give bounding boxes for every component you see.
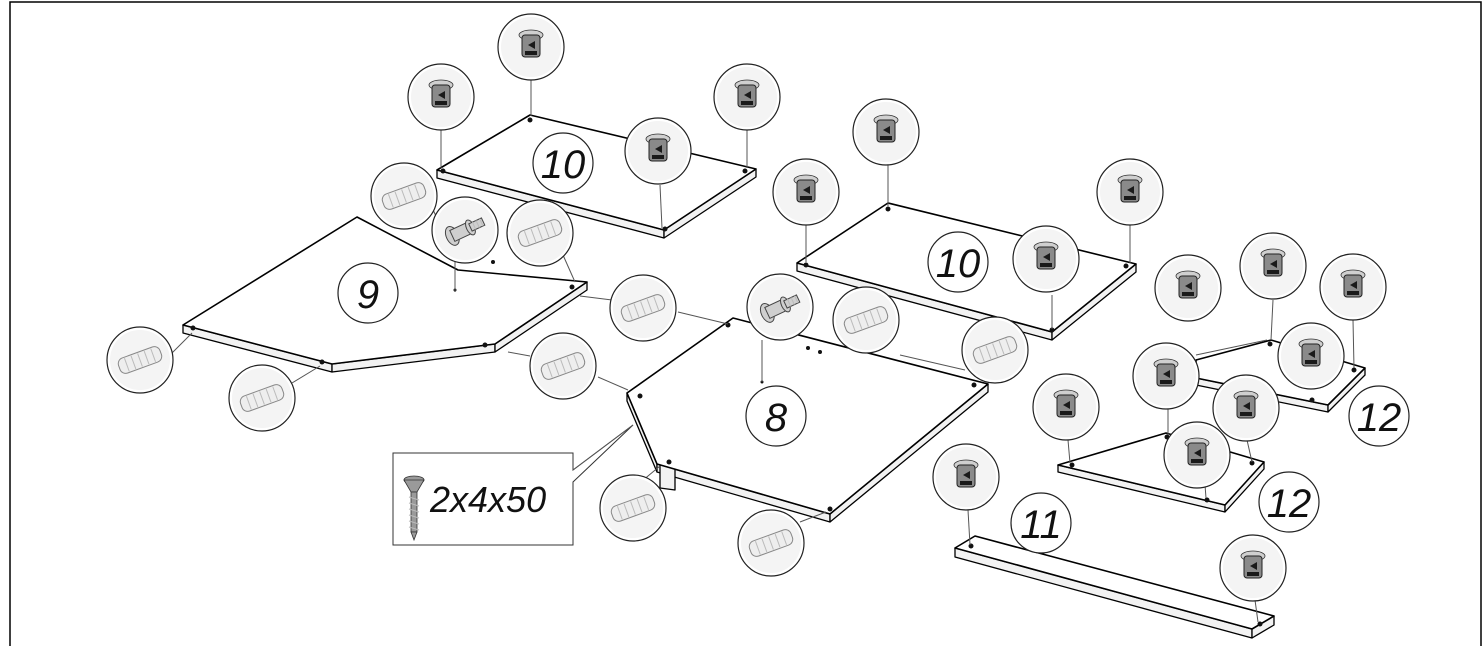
part-number: 8: [765, 396, 788, 440]
cam-lock-icon: [1277, 322, 1345, 390]
wood-screw-icon: [403, 475, 425, 542]
cam-lock-icon: [1096, 158, 1164, 226]
cam-lock-icon: [497, 13, 565, 81]
cam-lock-icon: [1163, 421, 1231, 489]
part-label-8: 8: [745, 385, 807, 447]
screw-callout: 2x4x50: [392, 424, 634, 546]
cam-lock-icon: [1239, 232, 1307, 300]
wooden-dowel-icon: [832, 286, 900, 354]
panel-12-lower: [1057, 432, 1265, 513]
panel-8: [626, 317, 989, 523]
wooden-dowel-icon: [599, 474, 667, 542]
cam-lock-icon: [852, 98, 920, 166]
cam-lock-icon: [1319, 253, 1387, 321]
diagram-frame: [9, 1, 1482, 646]
part-number: 12: [1357, 396, 1402, 440]
part-label-9: 9: [337, 262, 399, 324]
part-number: 10: [936, 242, 981, 286]
part-label-10-right: 10: [927, 231, 989, 293]
part-label-12-upper: 12: [1348, 385, 1410, 447]
cam-lock-icon: [407, 63, 475, 131]
part-label-10-left: 10: [532, 132, 594, 194]
part-number: 11: [1020, 503, 1062, 547]
cam-lock-icon: [713, 63, 781, 131]
wooden-dowel-icon: [961, 316, 1029, 384]
wooden-dowel-icon: [228, 364, 296, 432]
cam-lock-icon: [1012, 225, 1080, 293]
cam-lock-icon: [624, 117, 692, 185]
screw-size-label: 2x4x50: [429, 479, 546, 520]
cam-lock-icon: [1219, 534, 1287, 602]
part-number: 12: [1267, 482, 1312, 526]
cam-lock-icon: [772, 158, 840, 226]
part-label-12-lower: 12: [1258, 471, 1320, 533]
cam-lock-icon: [932, 443, 1000, 511]
panel-11: [954, 535, 1275, 639]
cam-lock-icon: [1154, 254, 1222, 322]
cam-lock-icon: [1212, 374, 1280, 442]
cam-lock-icon: [1032, 373, 1100, 441]
wooden-dowel-icon: [106, 326, 174, 394]
wooden-dowel-icon: [737, 509, 805, 577]
part-number: 9: [357, 273, 379, 317]
wooden-dowel-icon: [370, 162, 438, 230]
part-number: 10: [541, 143, 586, 187]
wooden-dowel-icon: [529, 332, 597, 400]
part-label-11: 11: [1010, 492, 1072, 554]
cam-bolt-icon: [746, 273, 814, 341]
wooden-dowel-icon: [609, 274, 677, 342]
cam-bolt-icon: [431, 196, 499, 264]
cam-lock-icon: [1132, 342, 1200, 410]
wooden-dowel-icon: [506, 199, 574, 267]
